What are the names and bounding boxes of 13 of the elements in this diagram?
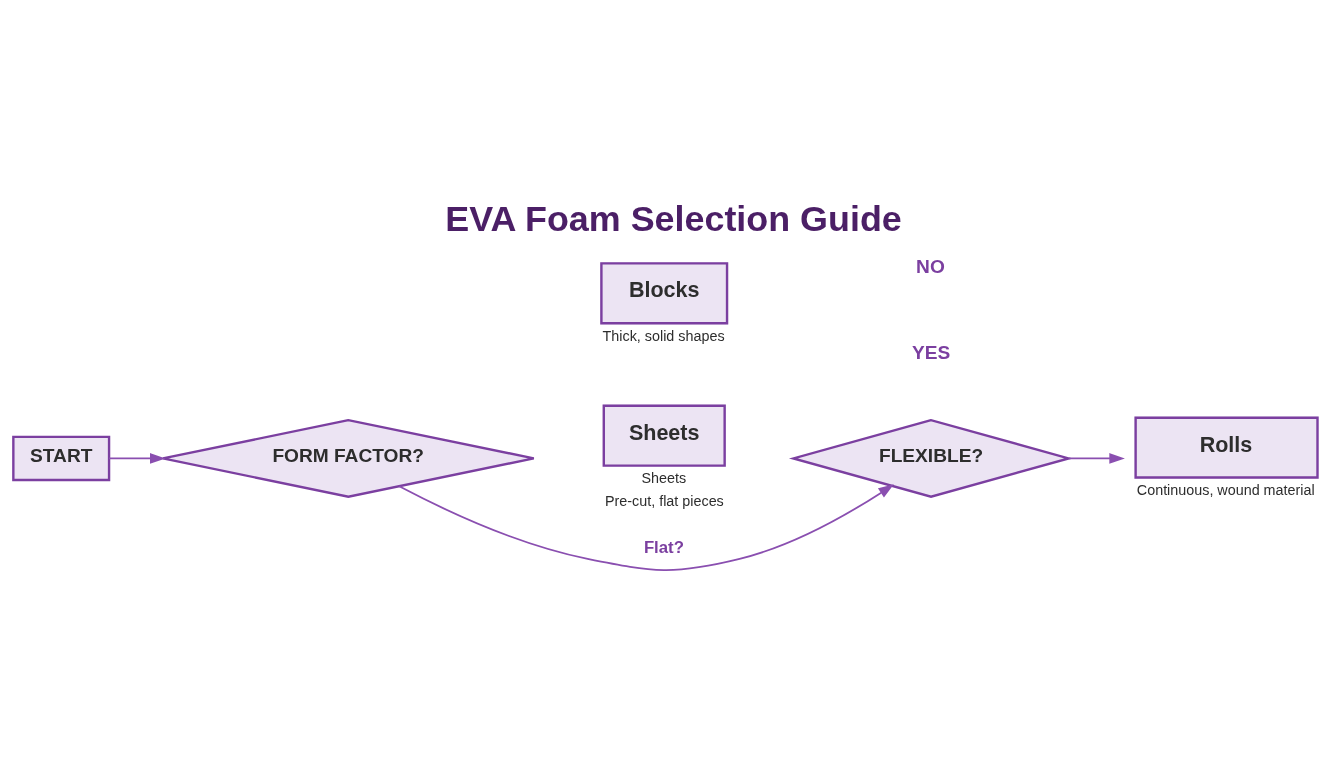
node-label: Pre-cut, flat pieces: [605, 492, 724, 509]
arrow: [398, 483, 894, 571]
node-box: START: [12, 435, 111, 481]
node-label: Sheets: [641, 469, 687, 486]
label: YES: [911, 341, 951, 363]
arrow: [1068, 452, 1125, 464]
edge-label: Flat?: [643, 537, 684, 557]
diagram-title: EVA Foam Selection Guide: [445, 198, 902, 239]
arrow: [108, 452, 166, 464]
node-label: Continuous, wound material: [1136, 481, 1315, 498]
node-diamond: FORM FACTOR?: [161, 418, 535, 498]
label: NO: [916, 255, 945, 277]
node-label: Thick, solid shapes: [602, 327, 725, 344]
